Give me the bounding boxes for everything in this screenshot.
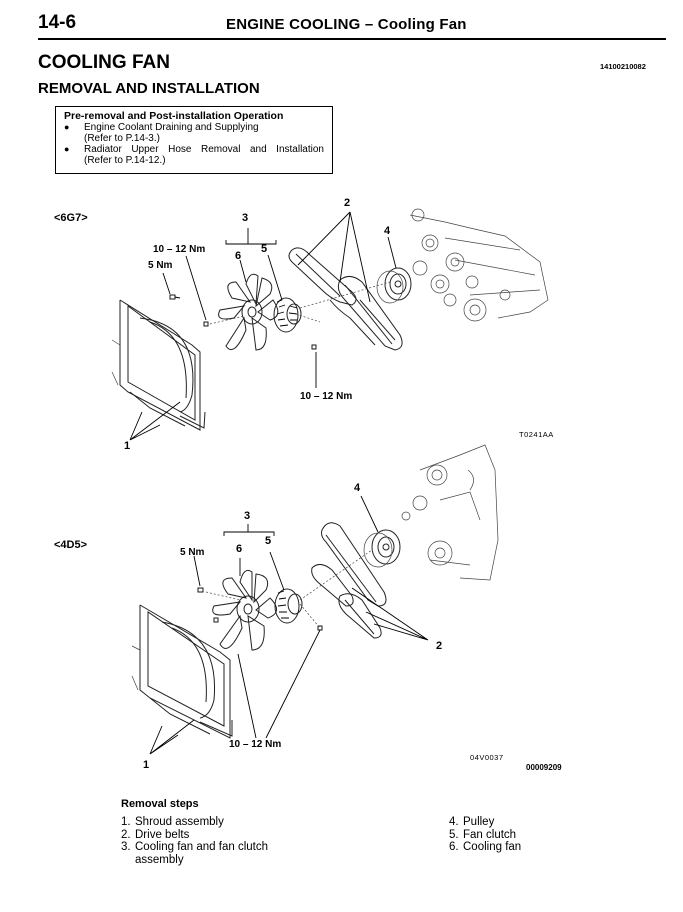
callout-1-4d5: 1 — [143, 759, 150, 771]
callout-3-6g7: 3 — [242, 212, 249, 224]
removal-step: 6. Cooling fan — [449, 841, 521, 854]
step-text: Fan clutch — [463, 828, 517, 841]
removal-step: 3. Cooling fan and fan clutch — [121, 841, 268, 854]
step-number: 4. — [449, 816, 459, 828]
removal-steps-right: 4. Pulley 5. Fan clutch 6. Cooling fan — [449, 816, 521, 854]
callout-1-6g7: 1 — [124, 440, 131, 452]
callout-2-4d5: 2 — [436, 640, 443, 652]
step-text: Cooling fan — [463, 841, 522, 853]
figure-reference-4d5: 04V0037 — [470, 753, 504, 762]
step-text: Drive belts — [135, 828, 190, 841]
leader-lines-6g7 — [129, 211, 397, 441]
document-code: 14100210082 — [600, 62, 646, 71]
step-number: 5. — [449, 828, 459, 841]
removal-steps-title: Removal steps — [121, 798, 199, 810]
callout-3-4d5: 3 — [244, 510, 251, 522]
drive-belts-6g7 — [288, 247, 403, 351]
step-number: 6. — [449, 841, 459, 853]
removal-step: 5. Fan clutch — [449, 829, 521, 842]
callout-6-6g7: 6 — [235, 250, 242, 262]
drive-belts-4d5 — [311, 522, 387, 639]
bolts-6g7 — [169, 281, 391, 350]
variant-label-4d5: <4D5> — [54, 539, 88, 551]
torque-spec-clutch-nut-6g7: 10 – 12 Nm — [300, 391, 353, 402]
page-number: 14-6 — [38, 12, 77, 33]
operation-item-ref: (Refer to P.14-3.) — [64, 133, 324, 144]
cooling-fan-4d5 — [212, 569, 277, 651]
bullet-icon: ● — [64, 144, 70, 154]
step-text: Shroud assembly — [135, 816, 224, 828]
operation-item-ref: (Refer to P.14-12.) — [64, 155, 324, 166]
torque-spec-shroud-bolt-4d5: 5 Nm — [180, 547, 205, 558]
fan-clutch-6g7 — [273, 297, 302, 333]
operation-item-reference: (Refer to P.14-3.) — [84, 133, 160, 144]
figure-id-4d5: 00009209 — [526, 763, 562, 772]
step-number: 3. — [121, 841, 131, 853]
bullet-icon: ● — [64, 122, 70, 132]
diagram-6g7-artwork — [111, 208, 549, 441]
variant-label-6g7: <6G7> — [54, 212, 88, 224]
pulley-4d5 — [363, 529, 401, 568]
operation-item: ● Radiator Upper Hose Removal and Instal… — [64, 144, 324, 155]
fan-clutch-4d5 — [274, 588, 303, 624]
removal-steps-left: 1. Shroud assembly 2. Drive belts 3. Coo… — [121, 816, 268, 866]
cooling-fan-6g7 — [218, 273, 279, 351]
diagram-4d5-artwork — [131, 444, 499, 755]
operation-item-text: Radiator Upper Hose Removal and Installa… — [84, 144, 324, 155]
removal-step-continued: assembly — [121, 854, 268, 867]
header-dash: – — [364, 16, 374, 33]
operation-box: Pre-removal and Post-installation Operat… — [55, 106, 333, 174]
torque-spec-shroud-bolt-6g7: 5 Nm — [148, 260, 173, 271]
figure-reference-6g7: T0241AA — [519, 430, 554, 439]
callout-4-6g7: 4 — [384, 225, 391, 237]
operation-item: ● Engine Coolant Draining and Supplying — [64, 122, 324, 133]
shroud-6g7 — [111, 299, 206, 431]
step-text: Pulley — [463, 816, 495, 828]
removal-step: 2. Drive belts — [121, 829, 268, 842]
callout-6-4d5: 6 — [236, 543, 243, 555]
section-title: COOLING FAN — [38, 52, 170, 73]
step-text: Cooling fan and fan clutch — [135, 841, 268, 853]
header-section: ENGINE COOLING — [226, 16, 361, 33]
callout-4-4d5: 4 — [354, 482, 361, 494]
torque-spec-fan-bolt-6g7: 10 – 12 Nm — [153, 244, 206, 255]
torque-spec-fan-bolt-4d5: 10 – 12 Nm — [229, 739, 282, 750]
engine-block-6g7 — [409, 208, 549, 322]
callout-2-6g7: 2 — [344, 197, 351, 209]
step-text-continued: assembly — [135, 853, 184, 866]
step-number: 2. — [121, 828, 131, 841]
operation-item-text: Engine Coolant Draining and Supplying — [84, 122, 259, 133]
step-number: 1. — [121, 816, 131, 828]
operation-box-title: Pre-removal and Post-installation Operat… — [64, 110, 284, 122]
header-rule — [38, 38, 666, 40]
removal-step: 1. Shroud assembly — [121, 816, 268, 829]
operation-item-reference: (Refer to P.14-12.) — [84, 155, 166, 166]
callout-5-6g7: 5 — [261, 243, 268, 255]
page-header: ENGINE COOLING – Cooling Fan — [226, 16, 467, 33]
leader-lines-4d5 — [149, 495, 429, 755]
removal-step: 4. Pulley — [449, 816, 521, 829]
pulley-6g7 — [376, 267, 412, 304]
header-subsection: Cooling Fan — [377, 16, 467, 33]
callout-5-4d5: 5 — [265, 535, 272, 547]
engine-block-4d5 — [401, 444, 499, 581]
subsection-title: REMOVAL AND INSTALLATION — [38, 80, 260, 97]
shroud-4d5 — [131, 604, 233, 739]
